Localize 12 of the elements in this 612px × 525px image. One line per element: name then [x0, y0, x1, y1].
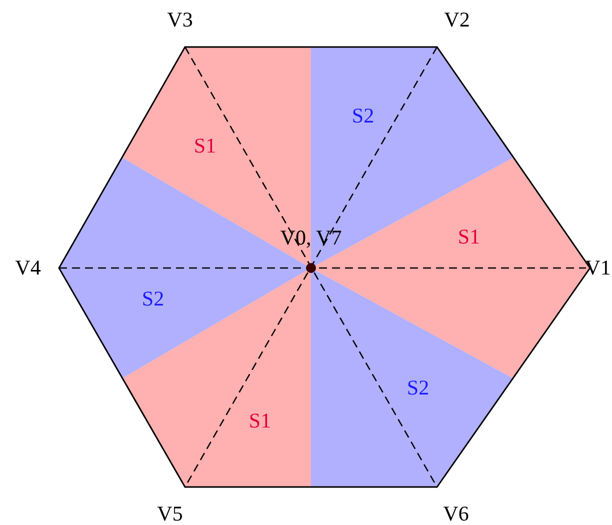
- center-label: V0, V7: [280, 228, 342, 248]
- vertex-label: V4: [15, 258, 41, 278]
- vertex-label: V5: [157, 504, 183, 524]
- sector-label: S2: [352, 106, 374, 126]
- vertex-label: V3: [167, 10, 193, 30]
- sector-label: S1: [194, 136, 216, 156]
- vertex-label: V6: [443, 504, 469, 524]
- sector-label: S2: [142, 288, 164, 310]
- vertex-label: V2: [444, 10, 470, 30]
- sector-label: S2: [406, 378, 430, 398]
- sector-label: S1: [248, 410, 272, 432]
- sector-label: S1: [458, 226, 480, 248]
